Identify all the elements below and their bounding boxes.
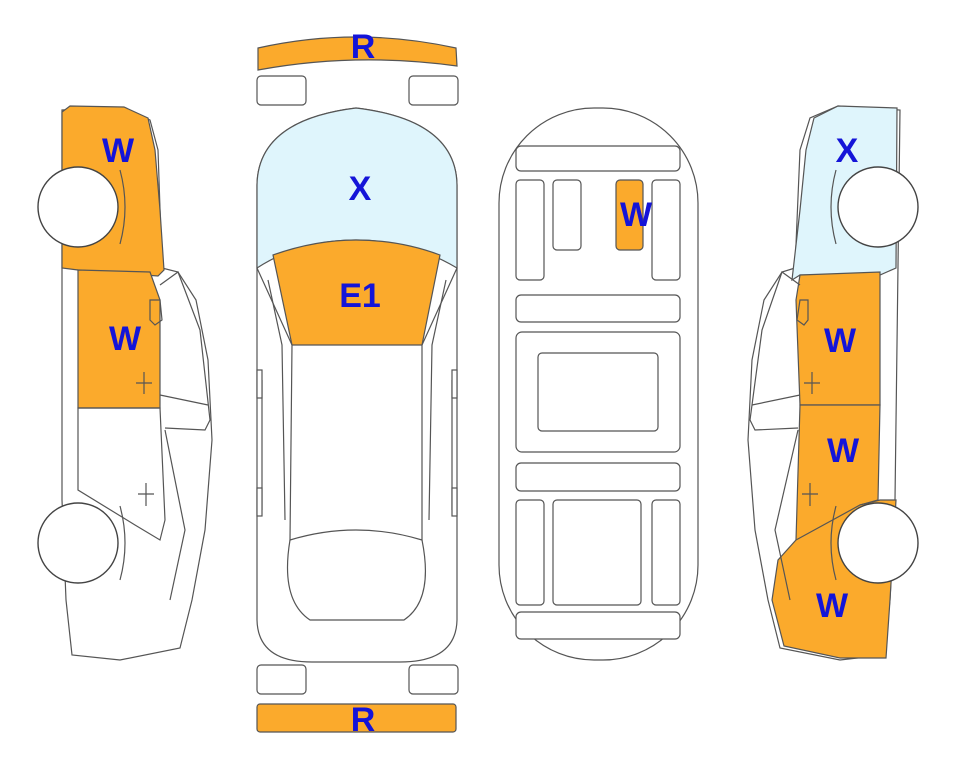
front-bumper-panel[interactable]: [257, 36, 458, 71]
interior-view: W: [498, 107, 699, 661]
hood-label: E1: [339, 277, 381, 315]
windshield-label: X: [349, 170, 372, 208]
right-rear-fender-label: W: [816, 587, 849, 625]
rear-bumper-label: R: [351, 701, 376, 739]
top-view: R X E1 R: [256, 28, 459, 739]
hood-panel[interactable]: [272, 239, 441, 346]
right-rear-door-label: W: [827, 432, 860, 470]
left-front-door-label: W: [109, 320, 142, 358]
rear-bumper-panel[interactable]: [256, 703, 457, 733]
right-rear-glass-label: X: [836, 132, 859, 170]
left-side-view: W W: [37, 105, 213, 661]
right-front-door-label: W: [824, 322, 857, 360]
roof-center-label: W: [620, 196, 653, 234]
right-side-view: X W W W: [747, 105, 919, 661]
roof-center-panel[interactable]: [615, 179, 644, 251]
left-front-door-panel[interactable]: [77, 269, 161, 409]
front-bumper-label: R: [351, 28, 376, 66]
left-front-fender-label: W: [102, 132, 135, 170]
